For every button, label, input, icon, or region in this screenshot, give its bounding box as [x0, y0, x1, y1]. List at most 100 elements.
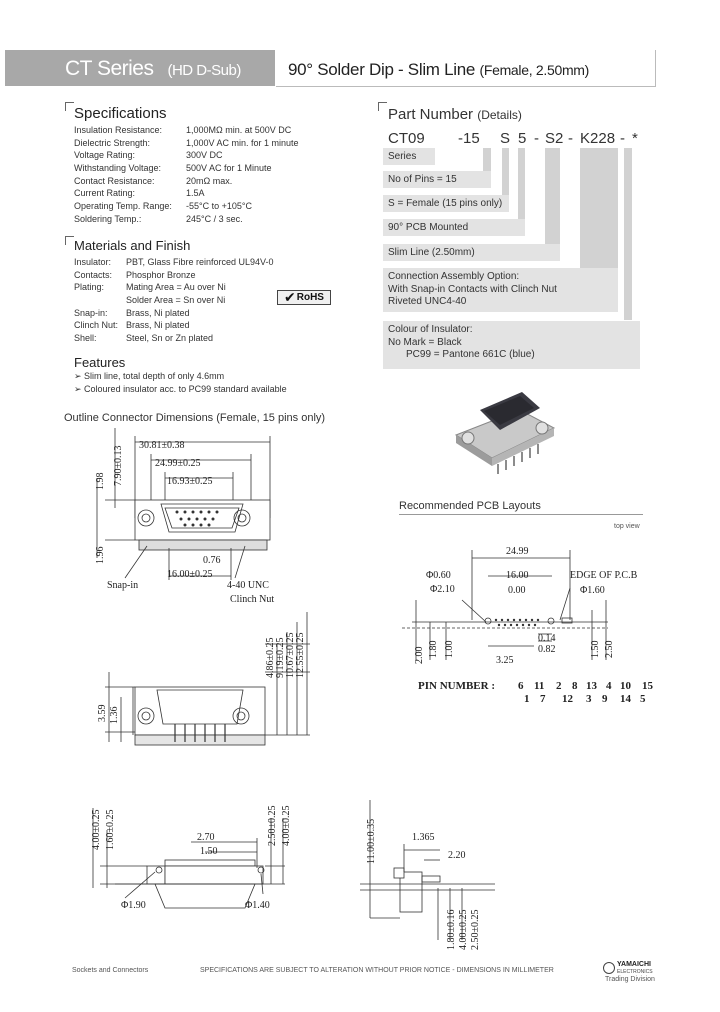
spec-row: Current Rating:1.5A — [74, 187, 299, 200]
header-right-border — [655, 50, 656, 86]
option-colour: Colour of Insulator: No Mark = Black PC9… — [383, 321, 640, 369]
dim-label: 4.00±0.25 — [458, 910, 469, 951]
code-mount: 5 — [518, 130, 527, 147]
material-key: Clinch Nut: — [74, 320, 119, 331]
dim-label: Φ1.40 — [245, 900, 270, 911]
material-row: Snap-in:Brass, Ni plated — [74, 307, 274, 320]
dim-label: 4.00±0.25 — [281, 806, 292, 847]
code-assembly: K228 — [580, 130, 616, 147]
spec-key: Operating Temp. Range: — [74, 201, 172, 212]
pin-number: 4 — [606, 680, 612, 692]
material-value: Solder Area = Sn over Ni — [126, 295, 226, 306]
material-row: Solder Area = Sn over Ni — [74, 294, 274, 307]
code-series: CT09 — [388, 130, 425, 147]
spec-row: Insulation Resistance:1,000MΩ min. at 50… — [74, 124, 299, 137]
option-connector — [545, 148, 560, 253]
material-row: Shell:Steel, Sn or Zn plated — [74, 332, 274, 345]
spec-value: -55°C to +105°C — [186, 201, 252, 212]
dim-label: 0.82 — [538, 644, 556, 655]
rohs-badge: ✔RoHS — [277, 289, 331, 305]
series-title: CT Series(HD D-Sub) — [65, 57, 241, 81]
material-key: Snap-in: — [74, 307, 108, 318]
pin-number: 14 — [620, 693, 632, 705]
pin-number: 15 — [642, 680, 654, 692]
company-logo-text: YAMAICHI — [617, 961, 651, 968]
pin-number: 2 — [556, 680, 562, 692]
feature-item: ➢ Slim line, total depth of only 4.6mm — [74, 371, 224, 382]
option-slim: Slim Line (2.50mm) — [383, 244, 560, 261]
option-pins: No of Pins = 15 — [383, 171, 491, 188]
spec-key: Dielectric Strength: — [74, 137, 151, 148]
dim-label: 3.59 — [97, 705, 108, 723]
spec-row: Contact Resistance:20mΩ max. — [74, 175, 299, 188]
code-dash: - — [620, 130, 625, 147]
pin-number-label: PIN NUMBER : — [418, 680, 495, 692]
material-key: Shell: — [74, 333, 97, 344]
option-mount: 90° PCB Mounted — [383, 219, 525, 236]
option-gender: S = Female (15 pins only) — [383, 195, 509, 212]
dim-label: 2.00 — [414, 647, 425, 665]
top-view-label: top view — [614, 523, 640, 530]
option-line: Connection Assembly Option: — [388, 271, 520, 282]
option-line: Slim Line (2.50mm) — [388, 247, 475, 258]
trading-division: Trading Division — [605, 976, 655, 983]
dim-label: Φ1.60 — [580, 585, 605, 596]
arrow-icon: ➢ — [74, 371, 85, 381]
code-gender: S — [500, 130, 511, 147]
spec-key: Voltage Rating: — [74, 150, 136, 161]
dim-label: 4.86±0.25 — [265, 638, 276, 679]
spec-key: Withstanding Voltage: — [74, 163, 162, 174]
section-corner — [378, 102, 387, 111]
option-connector — [580, 148, 618, 270]
feature-text: Coloured insulator acc. to PC99 standard… — [84, 384, 287, 394]
spec-row: Withstanding Voltage: 500V AC for 1 Minut… — [74, 162, 299, 175]
spec-key: Insulation Resistance: — [74, 125, 163, 135]
option-connector — [502, 148, 509, 204]
part-number-title: Part Number — [388, 106, 474, 123]
section-corner — [65, 102, 74, 111]
pin-number: 10 — [620, 680, 632, 692]
option-line: Colour of Insulator: — [388, 324, 473, 335]
dim-label: 1.365 — [412, 832, 435, 843]
pin-number-table: PIN NUMBER : 6 11 2 8 13 4 10 15 1 7 12 … — [418, 680, 654, 705]
arrow-icon: ➢ — [74, 384, 85, 394]
option-line: With Snap-in Contacts with Clinch Nut — [388, 283, 557, 295]
spec-key: Soldering Temp.: — [74, 213, 142, 224]
option-connector — [624, 148, 632, 320]
part-number-heading: Part Number (Details) — [388, 106, 522, 123]
material-value: PBT, Glass Fibre reinforced UL94V-0 — [126, 257, 274, 267]
dim-label: 11.00±0.35 — [366, 819, 377, 864]
pcb-layout-drawing: 24.99 Φ0.60 Φ2.10 16.00 0.00 EDGE OF P.C… — [402, 546, 638, 666]
pin-number: 3 — [586, 693, 592, 705]
dim-label: Snap-in — [107, 580, 138, 591]
spec-value: 20mΩ max. — [186, 175, 233, 186]
spec-value: 500V AC for 1 Minute — [186, 163, 272, 174]
spec-value: 300V DC — [186, 150, 223, 161]
option-connector — [518, 148, 525, 228]
page-title-sub: (Female, 2.50mm) — [479, 62, 590, 78]
code-slim: S2 — [545, 130, 564, 147]
specifications-heading: Specifications — [74, 105, 167, 122]
header-underline — [276, 86, 656, 87]
spec-value: 1.5A — [186, 188, 205, 199]
dim-label: 9.19±0.25 — [275, 638, 286, 679]
header-band — [5, 50, 275, 86]
outline-caption: Outline Connector Dimensions (Female, 15… — [64, 412, 326, 424]
dim-label: 30.81±0.38 — [139, 440, 185, 451]
side-view-drawing: 4.86±0.25 9.19±0.25 10.67±0.25 12.55±0.2… — [97, 612, 310, 746]
pin-number: 5 — [640, 693, 646, 705]
dim-label: 3.25 — [496, 655, 514, 666]
materials-heading: Materials and Finish — [74, 238, 191, 253]
code-dash: - — [534, 130, 539, 147]
dim-label: 16.00 — [506, 570, 529, 581]
dim-label: 2.50 — [604, 641, 615, 659]
dim-label: 16.93±0.25 — [167, 476, 213, 487]
dim-label: 1.80±0.16 — [446, 910, 457, 951]
dim-label: 0.14 — [538, 633, 556, 644]
dim-label: 16.00±0.25 — [167, 569, 213, 580]
pin-number: 6 — [518, 680, 524, 692]
pin-number: 9 — [602, 693, 608, 705]
option-line: 90° PCB Mounted — [388, 222, 469, 233]
dim-label: 1.50 — [200, 846, 218, 857]
dim-label: 1.36 — [109, 707, 120, 725]
